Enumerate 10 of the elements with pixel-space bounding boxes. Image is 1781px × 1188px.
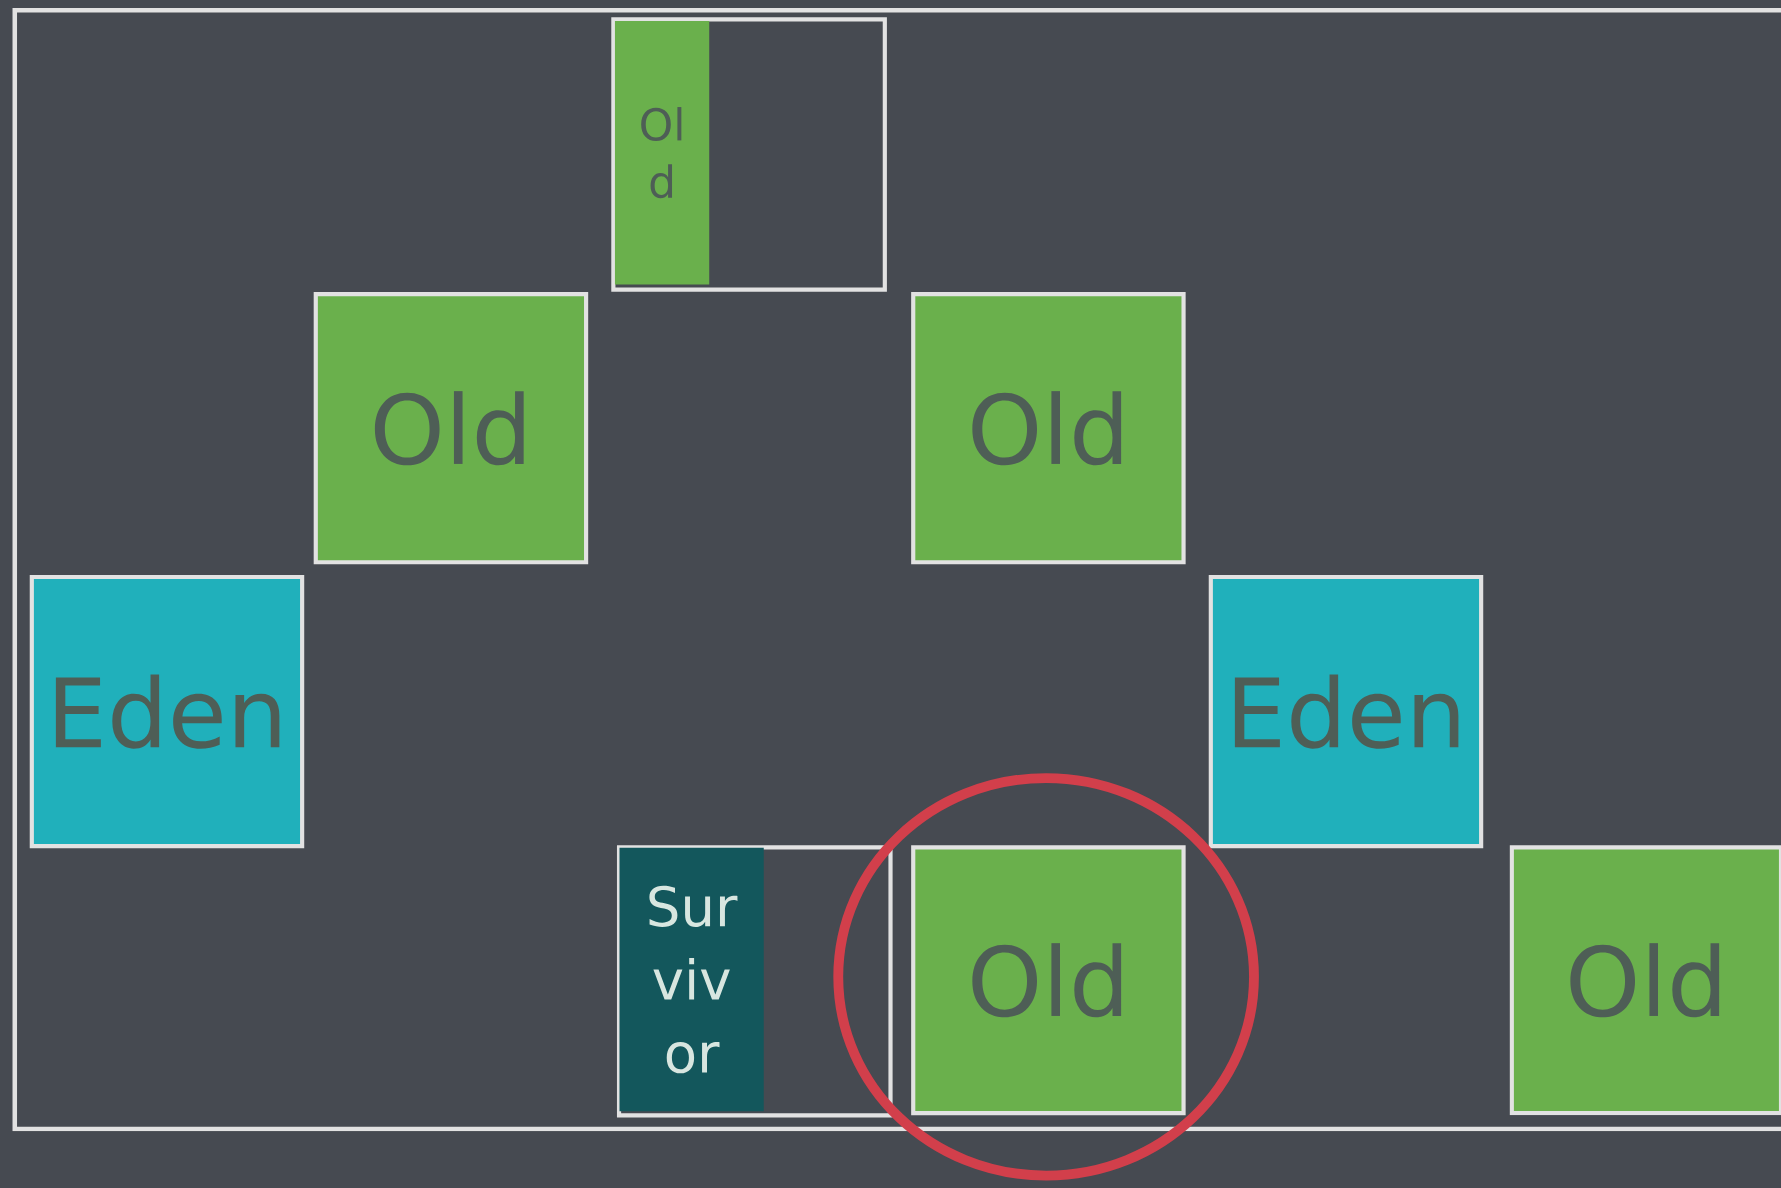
region-box: Sur viv or bbox=[619, 847, 764, 1112]
region-box: Eden bbox=[29, 574, 305, 849]
region-box: Ol d bbox=[614, 20, 710, 285]
region-box: Old bbox=[911, 292, 1186, 565]
region-box: Old bbox=[313, 292, 589, 565]
empty-region-box bbox=[611, 17, 887, 292]
region-box: Old bbox=[1509, 845, 1781, 1116]
region-box: Eden bbox=[1208, 574, 1484, 849]
region-box: Old bbox=[911, 845, 1186, 1116]
empty-region-box bbox=[616, 845, 893, 1118]
